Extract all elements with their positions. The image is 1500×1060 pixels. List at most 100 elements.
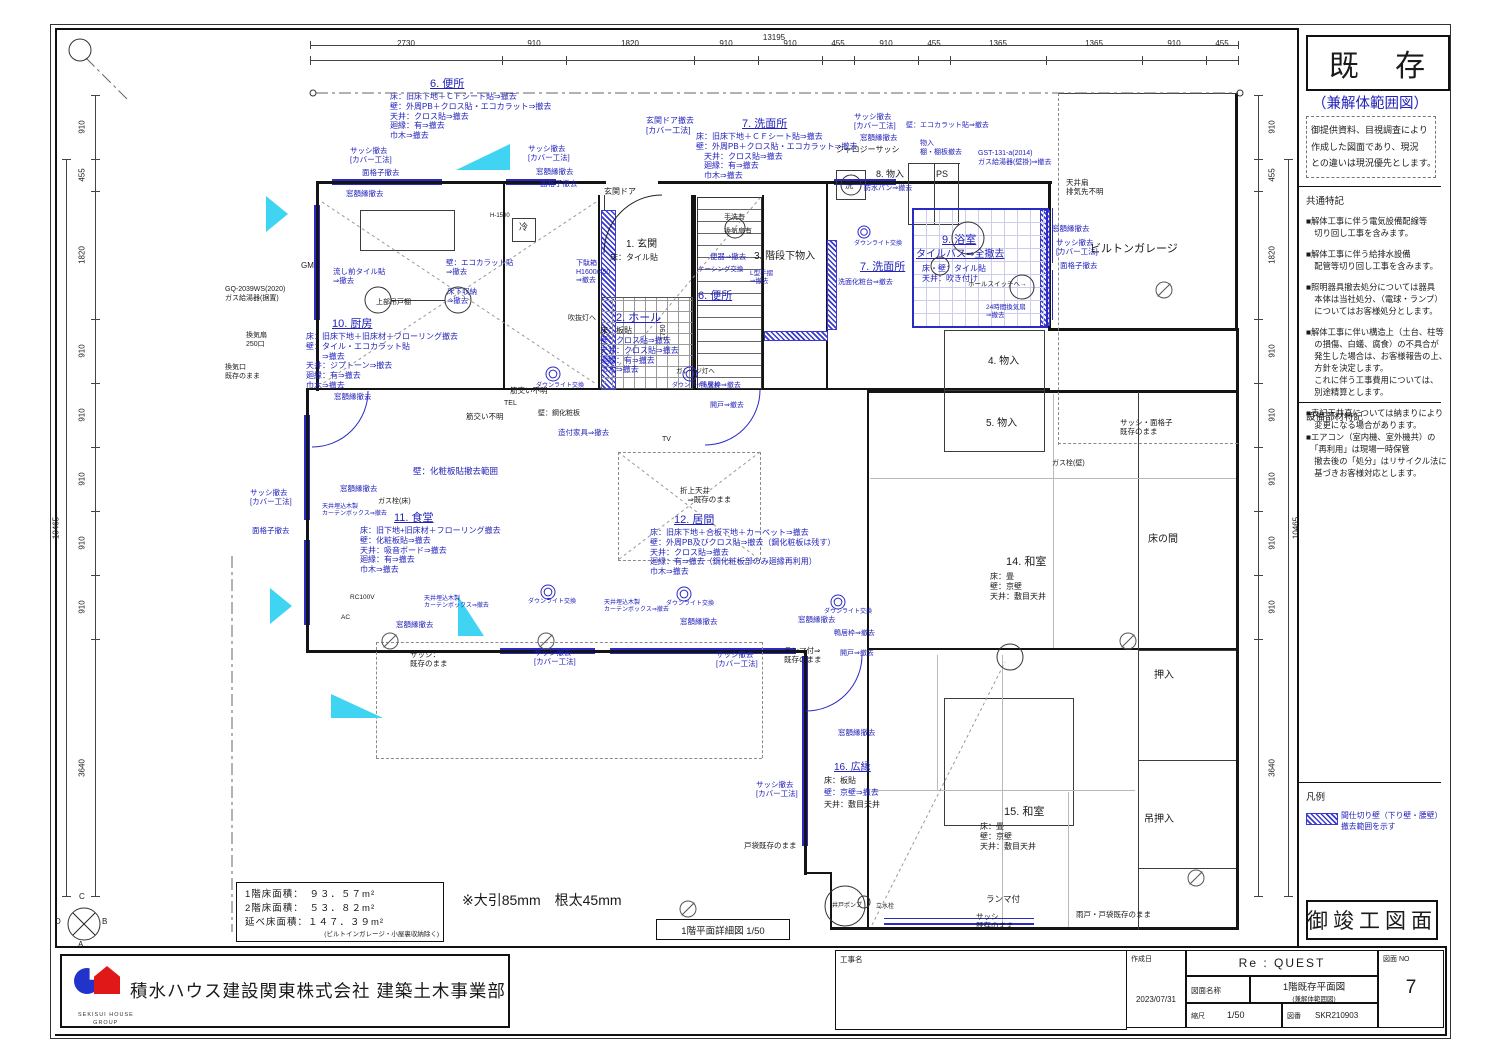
window-sash-line xyxy=(506,179,556,181)
plan-annotation: ガス栓(壁) xyxy=(1052,460,1085,467)
plan-annotation: サッシ撤去 [カバー工法] xyxy=(716,650,758,669)
partition-line xyxy=(1044,330,1045,452)
plan-annotation: 24時間換気扇 ⇒撤去 xyxy=(986,304,1026,319)
downlight-symbol xyxy=(830,594,846,610)
plan-annotation: 床：旧床下地＋旧床材＋フローリング撤去 壁：タイル・エコカラット貼 ⇒撤去 天井… xyxy=(306,332,458,390)
dimension-label: 910 xyxy=(1267,600,1277,614)
plan-annotation: 窓額縁撤去 xyxy=(346,189,384,198)
plan-annotation: 11. 食堂 xyxy=(394,512,434,524)
plan-annotation: サッシ撤去 [カバー工法] xyxy=(854,112,896,131)
partition-line xyxy=(944,698,1074,699)
dimension-tick xyxy=(1254,95,1263,96)
dimension-tick xyxy=(310,41,311,49)
plan-annotation: 玄関ドア撤去 [カバー工法] xyxy=(646,116,694,135)
post-symbol xyxy=(1155,281,1173,299)
created-date-cell: 作成日 2023/07/31 xyxy=(1126,950,1186,1028)
wall-segment xyxy=(598,195,600,389)
plan-annotation: サッシ撤去 [カバー工法] xyxy=(528,144,570,163)
dimension-tick xyxy=(91,191,100,192)
completion-drawing-stamp: 御竣工図面 xyxy=(1306,900,1438,940)
plan-path xyxy=(85,57,129,101)
plan-annotation: 床：旧床下地＋合板下地＋カーペット⇒撤去 壁：外周PB及びクロス貼⇒撤去（鋼化粧… xyxy=(650,528,836,576)
drawing-name-cell: 1階既存平面図 (兼解体範囲図) xyxy=(1250,976,1378,1003)
window-sash-line xyxy=(610,653,725,654)
plan-annotation: ダウンライト交換 xyxy=(536,383,585,389)
fixture-symbol xyxy=(309,89,317,97)
dimension-line xyxy=(310,60,1238,61)
downlight-symbol xyxy=(545,366,561,382)
plan-annotation: 壁：エコカラット貼 ⇒撤去 xyxy=(446,258,514,277)
dimension-tick xyxy=(1254,639,1263,640)
plan-annotation: 換気口 既存のまま xyxy=(225,364,260,380)
partition-line xyxy=(1138,392,1139,930)
plan-annotation: 3. 階段下物入 xyxy=(754,251,816,262)
downlight-symbol xyxy=(860,228,868,236)
partition-line xyxy=(1138,868,1236,869)
wall-segment xyxy=(306,388,309,653)
sekisui-house-logo-icon: SEKISUI HOUSE GROUP xyxy=(74,966,133,1026)
scale-label: 縮尺 xyxy=(1191,1013,1205,1020)
dimension-tick xyxy=(1254,383,1263,384)
demolition-wall-hatch xyxy=(764,331,828,341)
partition-line xyxy=(934,163,935,224)
dimension-tick xyxy=(1254,319,1263,320)
drawing-name-value: 1階既存平面図 xyxy=(1282,982,1346,993)
plan-annotation: 流し前タイル貼 ⇒撤去 xyxy=(333,267,386,286)
wall-segment xyxy=(1235,93,1238,331)
plan-annotation: 16. 広縁 xyxy=(834,762,871,773)
dimension-line xyxy=(1288,159,1289,896)
equipment-notes-title: 設備部材特記 xyxy=(1306,412,1364,423)
plan-annotation: ガレージ灯へ xyxy=(676,368,715,375)
legend-section: 凡例 間仕切り壁（下り壁・腰壁） 撤去範囲を示す xyxy=(1299,782,1442,946)
partition-line xyxy=(1058,93,1236,94)
wall-segment xyxy=(830,927,1238,930)
equipment-note-item: ■エアコン（室内機、室外機共）の 「再利用」は現場一時保管 撤去後の「処分」はリ… xyxy=(1306,432,1447,479)
demolition-hatch-swatch xyxy=(1306,813,1338,825)
dimension-tick xyxy=(950,56,951,65)
plan-annotation: ランマ付⇒ 既存のまま xyxy=(784,646,822,665)
partition-line xyxy=(836,170,866,171)
title-block-band: SEKISUI HOUSE GROUP 積水ハウス建設関東株式会社 建築土木事業… xyxy=(55,946,1445,1034)
plan-annotation: ダウンライト交換 xyxy=(666,601,715,607)
plan-annotation: サッシ： 既存のまま xyxy=(410,650,448,669)
demolition-wall-hatch xyxy=(827,240,837,330)
plan-path xyxy=(681,902,695,916)
dimension-tick xyxy=(1254,191,1263,192)
partition-line xyxy=(944,451,1044,452)
partition-line xyxy=(944,330,945,452)
plan-annotation: L型手摺 ⇒撤去 xyxy=(750,270,774,285)
dimension-label: 455 xyxy=(831,39,845,48)
plan-annotation: 開戸⇒撤去 xyxy=(710,402,744,409)
plan-annotation: 15. 和室 xyxy=(1004,806,1045,818)
floor-area-table: 1階床面積： ９３．５７m² 2階床面積： ５３．８２m² 延べ床面積：１４７．… xyxy=(236,882,444,942)
drawing-name-sub: (兼解体範囲図) xyxy=(1292,996,1336,1003)
dimension-label: 3640 xyxy=(1267,758,1277,777)
dimension-tick xyxy=(1284,159,1293,160)
dimension-label: 455 xyxy=(1267,168,1277,182)
dimension-label: 13195 xyxy=(762,33,786,42)
window-sash-line xyxy=(834,179,896,181)
plan-path xyxy=(72,912,96,936)
legend-row: 間仕切り壁（下り壁・腰壁） 撤去範囲を示す xyxy=(1306,811,1442,833)
dimension-tick xyxy=(91,447,100,448)
plan-annotation: 開戸⇒撤去 xyxy=(840,650,874,657)
dimension-label: 910 xyxy=(527,39,541,48)
plan-annotation: GST-131-a(2014) ガス給湯器(壁掛)⇒撤去 xyxy=(978,150,1052,166)
partition-line xyxy=(908,163,909,225)
window-sash-line xyxy=(1052,208,1053,263)
partition-line xyxy=(944,330,1044,331)
dimension-tick xyxy=(91,639,100,640)
plan-annotation: ビルトンガレージ xyxy=(1090,243,1178,255)
notes-panel: 既 存 （兼解体範囲図） 御提供資料、目視調査により 作成した図面であり、現況 … xyxy=(1297,28,1450,946)
plan-annotation: ケーシング交換 xyxy=(698,266,744,273)
partition-line xyxy=(535,218,536,242)
tatami-line xyxy=(937,655,938,790)
plan-annotation: 冷 xyxy=(519,222,529,232)
dimension-line xyxy=(310,45,1238,46)
plan-annotation: ※大引85mm 根太45mm xyxy=(462,892,622,908)
dimension-tick xyxy=(62,159,71,160)
wall-segment xyxy=(867,648,1238,650)
common-note-item: ■照明器具撤去処分については器具 本体は当社処分、（電球・ランプ） についてはお… xyxy=(1306,282,1443,317)
plan-annotation: 床・壁：タイル貼 天井：吹き付け xyxy=(922,264,986,283)
